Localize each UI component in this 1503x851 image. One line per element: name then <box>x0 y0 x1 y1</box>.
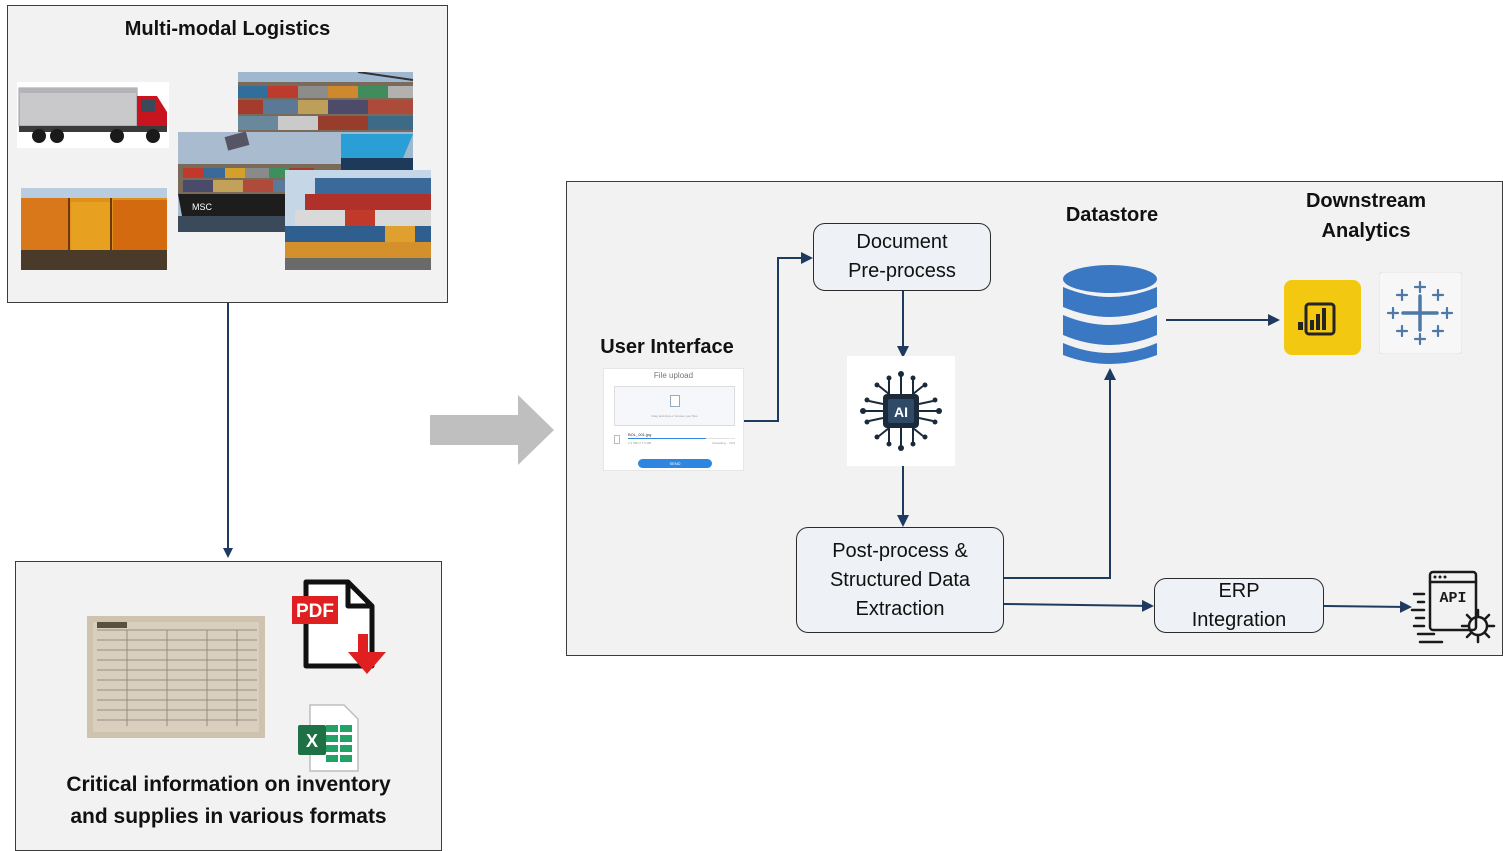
logistics-title: Multi-modal Logistics <box>124 18 331 40</box>
upload-card-title: File upload <box>653 371 694 380</box>
erp-line-2: Integration <box>1191 608 1287 631</box>
pdf-badge-text: PDF <box>296 601 334 622</box>
preprocess-line-2: Pre-process <box>848 260 956 282</box>
flow-arrow <box>430 395 554 465</box>
upload-drop-hint: Drag and drop or browse your files <box>651 414 698 418</box>
preprocess-line-1: Document <box>856 231 948 253</box>
analytics-label-line-1: Downstream <box>1305 190 1427 212</box>
datastore-label: Datastore <box>1065 204 1159 226</box>
file-upload-card: File upload Drag and drop or browse your… <box>603 368 744 471</box>
postprocess-line-2: Structured Data <box>829 568 971 591</box>
upload-file-icon <box>670 395 680 407</box>
documents-caption-line-2: and supplies in various formats <box>70 805 387 828</box>
uploading-file-name: BOL_001.jpg <box>628 432 652 437</box>
postprocess-to-datastore-arrow <box>1004 368 1116 579</box>
ship-brand-text: MSC <box>192 202 213 212</box>
scanned-document-image <box>87 616 265 738</box>
api-gear-icon: API <box>1410 570 1502 646</box>
uploading-file-icon <box>614 435 620 444</box>
upload-send-button[interactable]: SEND <box>638 459 712 468</box>
upload-dropzone[interactable]: Drag and drop or browse your files <box>614 386 735 426</box>
tableau-icon <box>1378 271 1463 355</box>
api-text: API <box>1439 590 1466 607</box>
uploading-file-status: Uploading... 73% <box>712 441 735 445</box>
erp-to-api-arrow <box>1323 600 1412 613</box>
train-photo <box>21 188 167 270</box>
erp-integration-node: ERP Integration <box>1154 578 1324 633</box>
pdf-file-icon: PDF <box>290 576 388 676</box>
excel-file-icon: X <box>296 703 360 773</box>
truck-photo <box>17 82 169 148</box>
powerbi-icon <box>1284 280 1361 355</box>
upload-progress-fill <box>628 438 707 439</box>
postprocess-line-1: Post-process & <box>832 539 968 562</box>
ui-to-preprocess-arrow <box>744 252 813 422</box>
database-icon <box>1061 263 1159 369</box>
analytics-label-line-2: Analytics <box>1321 220 1411 242</box>
documents-caption-line-1: Critical information on inventory <box>66 773 391 796</box>
excel-letter-text: X <box>306 731 318 751</box>
erp-line-1: ERP <box>1218 579 1260 602</box>
ai-chip-icon: AI <box>847 356 955 466</box>
postprocess-line-3: Extraction <box>855 597 945 620</box>
uploading-file-meta: 2.3 MB of 7.5 MB <box>628 441 652 445</box>
user-interface-label: User Interface <box>600 336 734 358</box>
postprocess-node: Post-process & Structured Data Extractio… <box>796 527 1004 633</box>
upload-progress-track <box>628 438 735 439</box>
port-containers-photo <box>285 170 431 270</box>
ai-chip-text: AI <box>894 404 908 420</box>
preprocess-node: Document Pre-process <box>813 223 991 291</box>
uploading-file-row: BOL_001.jpg 2.3 MB of 7.5 MB Uploading..… <box>614 432 735 449</box>
postprocess-to-erp-arrow <box>1003 599 1154 612</box>
